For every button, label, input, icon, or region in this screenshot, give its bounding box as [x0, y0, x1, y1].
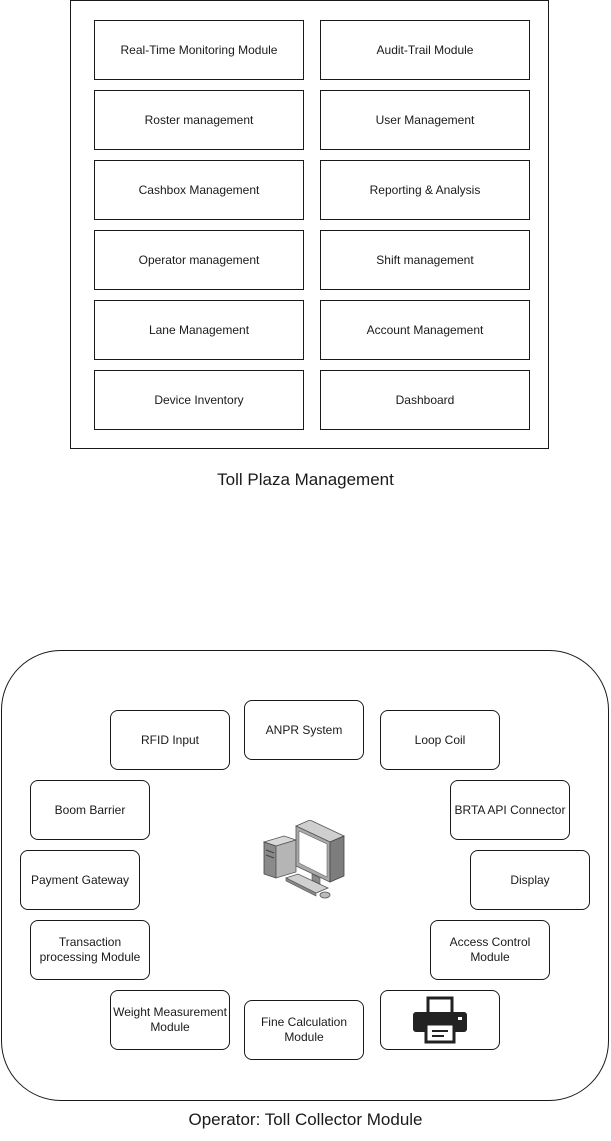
display-box[interactable]: Display [470, 850, 590, 910]
anpr-system-box[interactable]: ANPR System [244, 700, 364, 760]
module-user-management[interactable]: User Management [320, 90, 530, 150]
module-cashbox-management[interactable]: Cashbox Management [94, 160, 304, 220]
module-account-management[interactable]: Account Management [320, 300, 530, 360]
brta-api-connector-label: BRTA API Connector [454, 802, 566, 817]
printer-box[interactable] [380, 990, 500, 1050]
weight-measurement-label-line2: Module [150, 1020, 190, 1034]
fine-calculation-label-line2: Module [284, 1030, 324, 1044]
operator-module-title: Operator: Toll Collector Module [188, 1110, 423, 1129]
access-control-label-line2: Module [470, 950, 510, 964]
boom-barrier-box[interactable]: Boom Barrier [30, 780, 150, 840]
module-shift-management[interactable]: Shift management [320, 230, 530, 290]
payment-gateway-box[interactable]: Payment Gateway [20, 850, 140, 910]
boom-barrier-label: Boom Barrier [54, 802, 126, 817]
module-audit-trail[interactable]: Audit-Trail Module [320, 20, 530, 80]
brta-api-connector-box[interactable]: BRTA API Connector [450, 780, 570, 840]
display-label: Display [510, 872, 550, 887]
toll-plaza-title: Toll Plaza Management [217, 470, 394, 489]
payment-gateway-label: Payment Gateway [30, 872, 130, 887]
transaction-processing-label-line2: processing Module [39, 950, 141, 964]
module-real-time-monitoring[interactable]: Real-Time Monitoring Module [94, 20, 304, 80]
printer-icon [413, 996, 467, 1044]
rfid-input-box[interactable]: RFID Input [110, 710, 230, 770]
transaction-processing-label-line1: Transaction [58, 935, 122, 949]
loop-coil-box[interactable]: Loop Coil [380, 710, 500, 770]
computer-icon [262, 820, 345, 899]
weight-measurement-box[interactable]: Weight Measurement Module [110, 990, 230, 1050]
module-lane-management[interactable]: Lane Management [94, 300, 304, 360]
fine-calculation-label-line1: Fine Calculation [260, 1015, 348, 1029]
rfid-input-label: RFID Input [140, 732, 200, 747]
loop-coil-label: Loop Coil [414, 732, 466, 747]
module-dashboard[interactable]: Dashboard [320, 370, 530, 430]
access-control-label-line1: Access Control [449, 935, 531, 949]
module-roster-management[interactable]: Roster management [94, 90, 304, 150]
module-device-inventory[interactable]: Device Inventory [94, 370, 304, 430]
module-operator-management[interactable]: Operator management [94, 230, 304, 290]
access-control-box[interactable]: Access Control Module [430, 920, 550, 980]
weight-measurement-label-line1: Weight Measurement [113, 1005, 227, 1019]
fine-calculation-box[interactable]: Fine Calculation Module [244, 1000, 364, 1060]
anpr-system-label: ANPR System [265, 723, 343, 737]
module-reporting-analysis[interactable]: Reporting & Analysis [320, 160, 530, 220]
transaction-processing-box[interactable]: Transaction processing Module [30, 920, 150, 980]
